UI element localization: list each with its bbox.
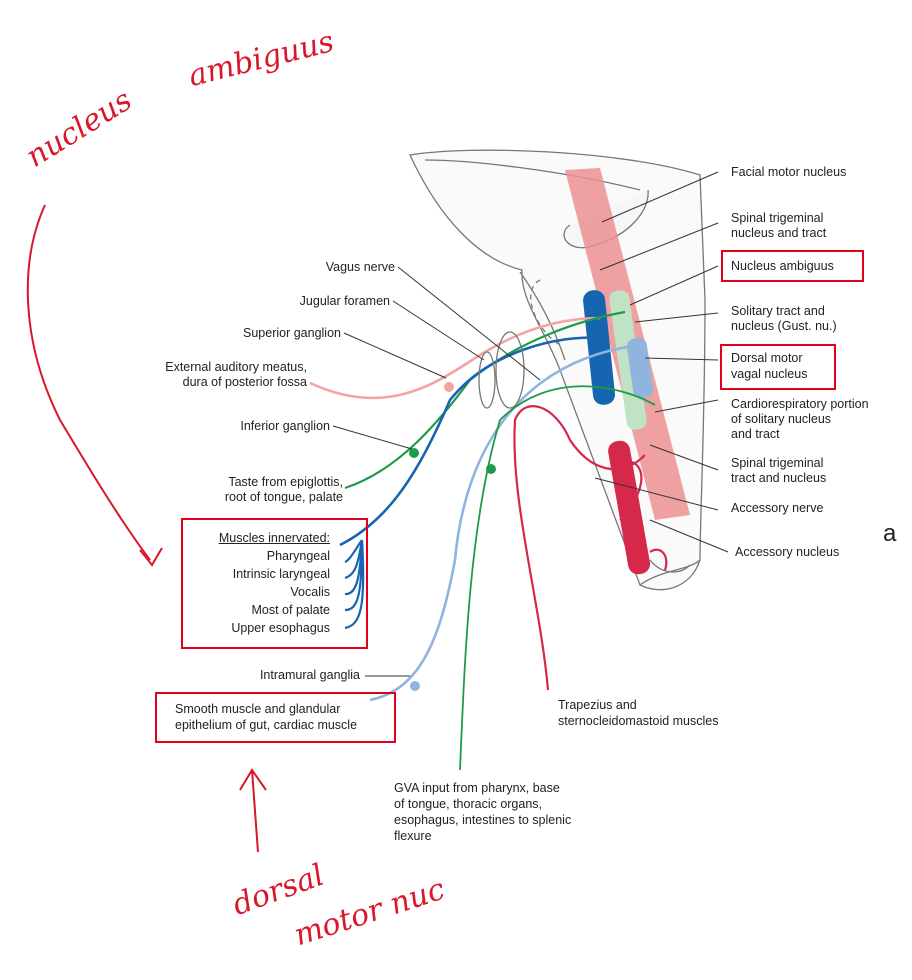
label-accessory-nerve: Accessory nerve	[731, 501, 824, 515]
label-trapezius-2: sternocleidomastoid muscles	[558, 714, 719, 728]
highlight-box-nucleus-ambiguus	[721, 250, 864, 282]
label-ext-auditory-2: dura of posterior fossa	[182, 375, 307, 389]
label-facial-motor: Facial motor nucleus	[731, 165, 847, 179]
label-intramural-ganglia: Intramural ganglia	[259, 668, 360, 682]
label-spinal-trig-tract-1: Spinal trigeminal	[731, 456, 824, 470]
label-taste-2: root of tongue, palate	[224, 490, 343, 504]
label-dorsal-motor-2: vagal nucleus	[731, 367, 808, 381]
label-gva-1: GVA input from pharynx, base	[394, 781, 560, 795]
label-dorsal-motor-1: Dorsal motor	[731, 351, 803, 365]
label-nucleus-ambiguus: Nucleus ambiguus	[731, 259, 834, 273]
label-muscle-item: Most of palate	[251, 603, 330, 617]
label-trapezius-1: Trapezius and	[558, 698, 637, 712]
highlight-box-smooth-muscle	[155, 692, 396, 743]
label-solitary-2: nucleus (Gust. nu.)	[731, 319, 837, 333]
label-muscle-item: Pharyngeal	[266, 549, 330, 563]
label-muscle-item: Vocalis	[290, 585, 330, 599]
jugular-foramen-ring	[495, 331, 525, 409]
label-muscles-title: Muscles innervated:	[218, 531, 330, 545]
stray-letter: a	[883, 520, 897, 547]
label-gva-3: esophagus, intestines to splenic	[394, 813, 572, 827]
superior-ganglion-dot	[444, 382, 454, 392]
intramural-ganglion-dot	[410, 681, 420, 691]
label-spinal-trigeminal-2: nucleus and tract	[731, 226, 827, 240]
hand-drawn-arrows	[26, 204, 267, 853]
label-solitary-1: Solitary tract and	[731, 304, 825, 318]
label-ext-auditory-1: External auditory meatus,	[165, 360, 307, 374]
gva-ganglion-dot	[486, 464, 496, 474]
label-spinal-trigeminal-1: Spinal trigeminal	[731, 211, 824, 225]
label-jugular-foramen: Jugular foramen	[299, 294, 390, 308]
label-cardio-1: Cardiorespiratory portion	[731, 397, 869, 411]
label-gva-2: of tongue, thoracic organs,	[394, 797, 543, 811]
label-gva-4: flexure	[394, 829, 432, 843]
label-vagus-nerve: Vagus nerve	[325, 260, 395, 274]
label-inferior-ganglion: Inferior ganglion	[240, 419, 330, 433]
leader-lines	[332, 171, 729, 677]
label-cardio-2: of solitary nucleus	[731, 412, 832, 426]
label-muscle-item: Intrinsic laryngeal	[232, 567, 330, 581]
highlight-box-muscles	[181, 518, 368, 649]
label-accessory-nucleus: Accessory nucleus	[735, 545, 840, 559]
label-cardio-3: and tract	[731, 427, 780, 441]
label-smooth-2: epithelium of gut, cardiac muscle	[175, 718, 358, 732]
label-taste-1: Taste from epiglottis,	[228, 475, 343, 489]
dorsal-motor-nucleus-shape	[626, 337, 654, 399]
label-superior-ganglion: Superior ganglion	[243, 326, 341, 340]
inferior-ganglion-dot	[409, 448, 419, 458]
label-smooth-1: Smooth muscle and glandular	[175, 702, 341, 716]
ganglion-ring	[478, 351, 496, 409]
nerve-fibers	[309, 310, 668, 771]
accessory-nucleus-shape	[608, 440, 651, 575]
highlight-box-dorsal-motor	[720, 344, 836, 390]
label-spinal-trig-tract-2: tract and nucleus	[731, 471, 827, 485]
label-muscle-item: Upper esophagus	[231, 621, 330, 635]
